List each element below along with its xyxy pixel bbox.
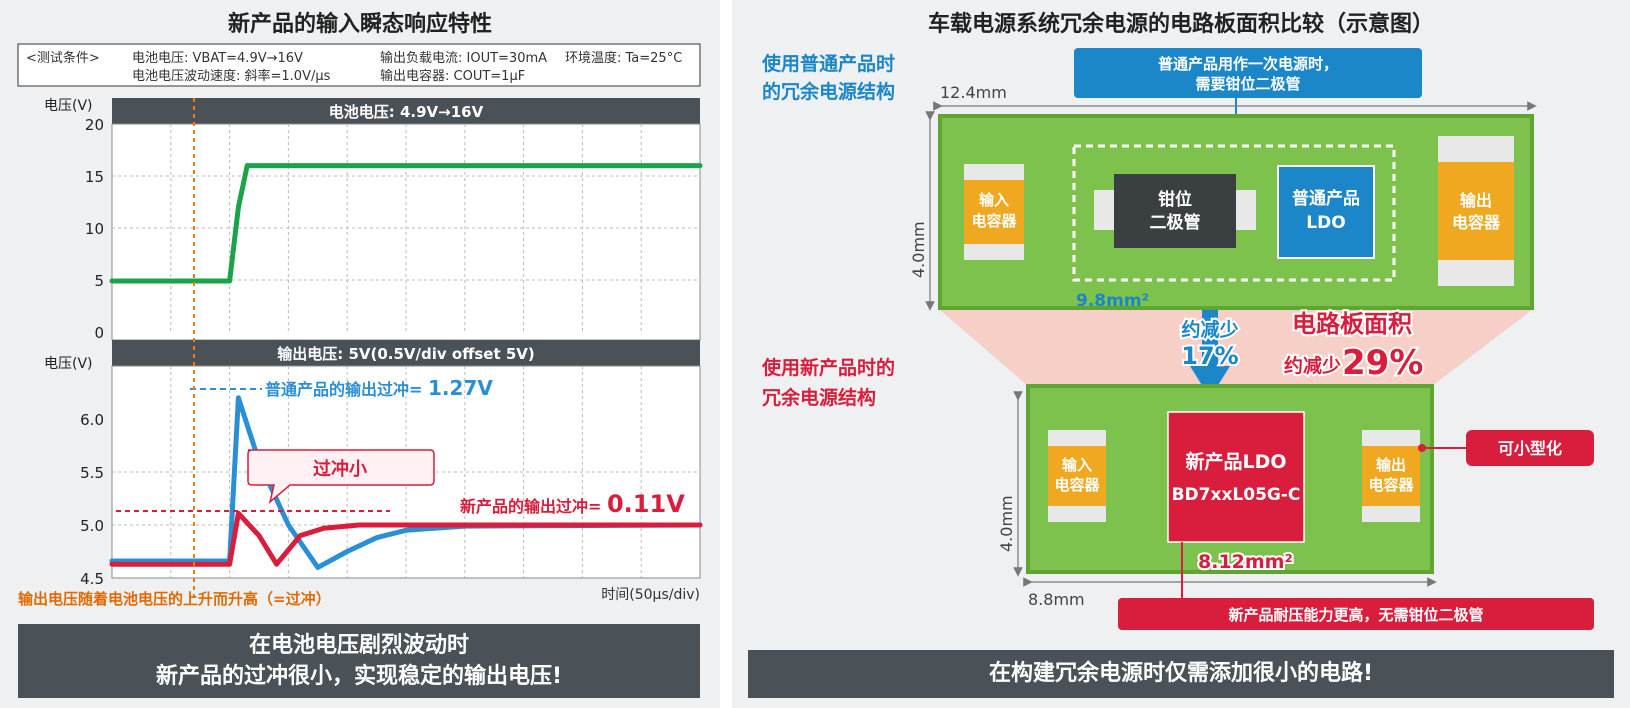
- top-callout-line2: 需要钳位二极管: [1195, 75, 1300, 93]
- top-heading-line2: 的冗余电源结构: [762, 80, 895, 103]
- chart2-series: [109, 395, 703, 570]
- output-voltage-chart: 输出电压: 5V(0.5V/div offset 5V) 电压(V) 6.0 5.…: [44, 340, 703, 588]
- top-output-capacitor-body: [1438, 162, 1514, 260]
- reduce-label: 约减少: [1181, 318, 1238, 341]
- pcb-area-label: 电路板面积: [1292, 310, 1412, 338]
- chart1-grid: [112, 124, 700, 332]
- chart1-ylabel: 电压(V): [44, 98, 93, 114]
- reduce-value: 17%: [1181, 342, 1238, 370]
- transient-banner-line1: 在电池电压剧烈波动时: [248, 633, 469, 658]
- old-area-label: 9.8mm²: [1076, 291, 1149, 311]
- transient-banner: 在电池电压剧烈波动时 新产品的过冲很小，实现稳定的输出电压!: [18, 624, 700, 698]
- chart2-ytick: 5.5: [80, 464, 104, 482]
- condition-iout: 输出负载电流: IOUT=30mA: [380, 50, 547, 66]
- chart1-ytick: 0: [94, 324, 104, 342]
- chart1-ytick: 10: [85, 220, 104, 238]
- bottom-callout: [1118, 598, 1594, 630]
- transient-banner-line2: 新产品的过冲很小，实现稳定的输出电压!: [155, 664, 563, 689]
- reduce-arrow-shaft: [1202, 310, 1218, 370]
- chart2-yticks: 6.0 5.5 5.0 4.5: [80, 411, 104, 588]
- chart2-ytick: 6.0: [80, 411, 104, 429]
- bottom-output-capacitor-line2: 电容器: [1368, 476, 1414, 494]
- new-area-label: 8.12mm²: [1198, 551, 1293, 573]
- top-input-capacitor-line2: 电容器: [971, 212, 1017, 230]
- bottom-width-label: 8.8mm: [1028, 590, 1085, 609]
- top-height-label: 4.0mm: [909, 221, 928, 278]
- conditions-label: <测试条件>: [26, 50, 100, 66]
- clamp-diode-line2: 二极管: [1150, 212, 1201, 233]
- top-output-capacitor-line1: 输出: [1460, 191, 1492, 210]
- bottom-input-capacitor-line1: 输入: [1062, 456, 1092, 474]
- small-callout: [1466, 430, 1594, 466]
- chart1-header: [112, 98, 700, 124]
- clamp-diode-line1: 钳位: [1158, 189, 1192, 210]
- pcb-title: 车载电源系统冗余电源的电路板面积比较（示意图）: [927, 12, 1434, 37]
- small-callout-text: 可小型化: [1498, 439, 1562, 458]
- top-callout-line1: 普通产品用作一次电源时，: [1158, 55, 1338, 73]
- bottom-input-capacitor-line2: 电容器: [1054, 476, 1100, 494]
- normal-ldo-line2: LDO: [1306, 213, 1345, 233]
- chart1-series-1: [109, 163, 703, 284]
- normal-ldo: [1277, 165, 1375, 259]
- transient-panel: 新产品的输入瞬态响应特性 <测试条件> 电池电压: VBAT=4.9V→16V …: [0, 0, 720, 708]
- chart1-ytick: 20: [85, 116, 104, 134]
- bottom-heading-line1: 使用新产品时的: [761, 356, 895, 379]
- normal-ldo-line1: 普通产品: [1292, 188, 1360, 209]
- chart2-series-2: [109, 510, 703, 567]
- chart2-header: [112, 340, 700, 366]
- top-input-capacitor-line1: 输入: [979, 191, 1009, 209]
- bottom-heading-line2: 冗余电源结构: [762, 386, 876, 409]
- chart1-ytick: 15: [85, 168, 104, 186]
- bottom-output-capacitor-line1: 输出: [1376, 456, 1406, 474]
- chart1-ytick: 5: [94, 272, 104, 290]
- new-ldo-line2: BD7xxL05G-C: [1172, 485, 1301, 505]
- new-overshoot-label: 新产品的输出过冲= 0.11V: [460, 490, 685, 518]
- chart1-series: [109, 163, 703, 284]
- bottom-callout-text: 新产品耐压能力更高，无需钳位二极管: [1228, 606, 1483, 624]
- reduce-arrow-head: [1190, 366, 1230, 398]
- chart1-yticks: 20 15 10 5 0: [85, 116, 104, 342]
- top-callout: [1074, 48, 1422, 98]
- top-width-label: 12.4mm: [940, 83, 1007, 102]
- chart1-title: 电池电压: 4.9V→16V: [329, 103, 484, 121]
- top-input-capacitor-body: [964, 180, 1024, 244]
- top-heading-line1: 使用普通产品时: [761, 52, 895, 75]
- pcb-reduce-value: 29%: [1342, 343, 1423, 383]
- pcb-svg: 使用普通产品时 的冗余电源结构 普通产品用作一次电源时， 需要钳位二极管 12.…: [761, 48, 1594, 630]
- chart2-ytick: 5.0: [80, 517, 104, 535]
- chart2-ytick: 4.5: [80, 570, 104, 588]
- time-axis-label: 时间(50μs/div): [601, 587, 700, 603]
- overshoot-callout-text: 过冲小: [313, 458, 367, 480]
- condition-cout: 输出电容器: COUT=1μF: [380, 68, 525, 84]
- new-ldo: [1167, 411, 1305, 543]
- overshoot-callout: [247, 449, 435, 505]
- new-ldo-line1: 新产品LDO: [1185, 450, 1286, 473]
- condition-ta: 环境温度: Ta=25°C: [565, 50, 682, 66]
- overshoot-note: 输出电压随着电池电压的上升而升高（=过冲）: [18, 590, 331, 608]
- transient-svg: <测试条件> 电池电压: VBAT=4.9V→16V 电池电压波动速度: 斜率=…: [17, 43, 703, 608]
- top-output-capacitor-line2: 电容器: [1452, 213, 1501, 232]
- pcb-reduce-label: 约减少: [1284, 354, 1341, 377]
- bottom-height-label: 4.0mm: [997, 495, 1016, 552]
- clamp-diode: [1114, 174, 1236, 248]
- chart2-series-1: [109, 395, 703, 570]
- normal-overshoot-label: 普通产品的输出过冲= 1.27V: [265, 376, 493, 400]
- chart2-title: 输出电压: 5V(0.5V/div offset 5V): [277, 345, 535, 363]
- conditions-box: [17, 43, 701, 87]
- bottom-output-capacitor-body: [1362, 446, 1420, 506]
- condition-vbat: 电池电压: VBAT=4.9V→16V: [132, 51, 303, 66]
- clamp-region-outline: [1072, 144, 1396, 282]
- board-shrink-projection: [940, 310, 1532, 386]
- pcb-banner: 在构建冗余电源时仅需添加很小的电路!: [748, 650, 1614, 698]
- bottom-input-capacitor-body: [1048, 446, 1106, 506]
- condition-slope: 电池电压波动速度: 斜率=1.0V/μs: [132, 68, 331, 84]
- battery-voltage-chart: 电池电压: 4.9V→16V 电压(V) 20 15 10 5 0: [44, 98, 703, 342]
- transient-title: 新产品的输入瞬态响应特性: [227, 12, 492, 37]
- chart2-ylabel: 电压(V): [44, 356, 93, 372]
- pcb-comparison-panel: 车载电源系统冗余电源的电路板面积比较（示意图） 使用普通产品时 的冗余电源结构 …: [732, 0, 1630, 708]
